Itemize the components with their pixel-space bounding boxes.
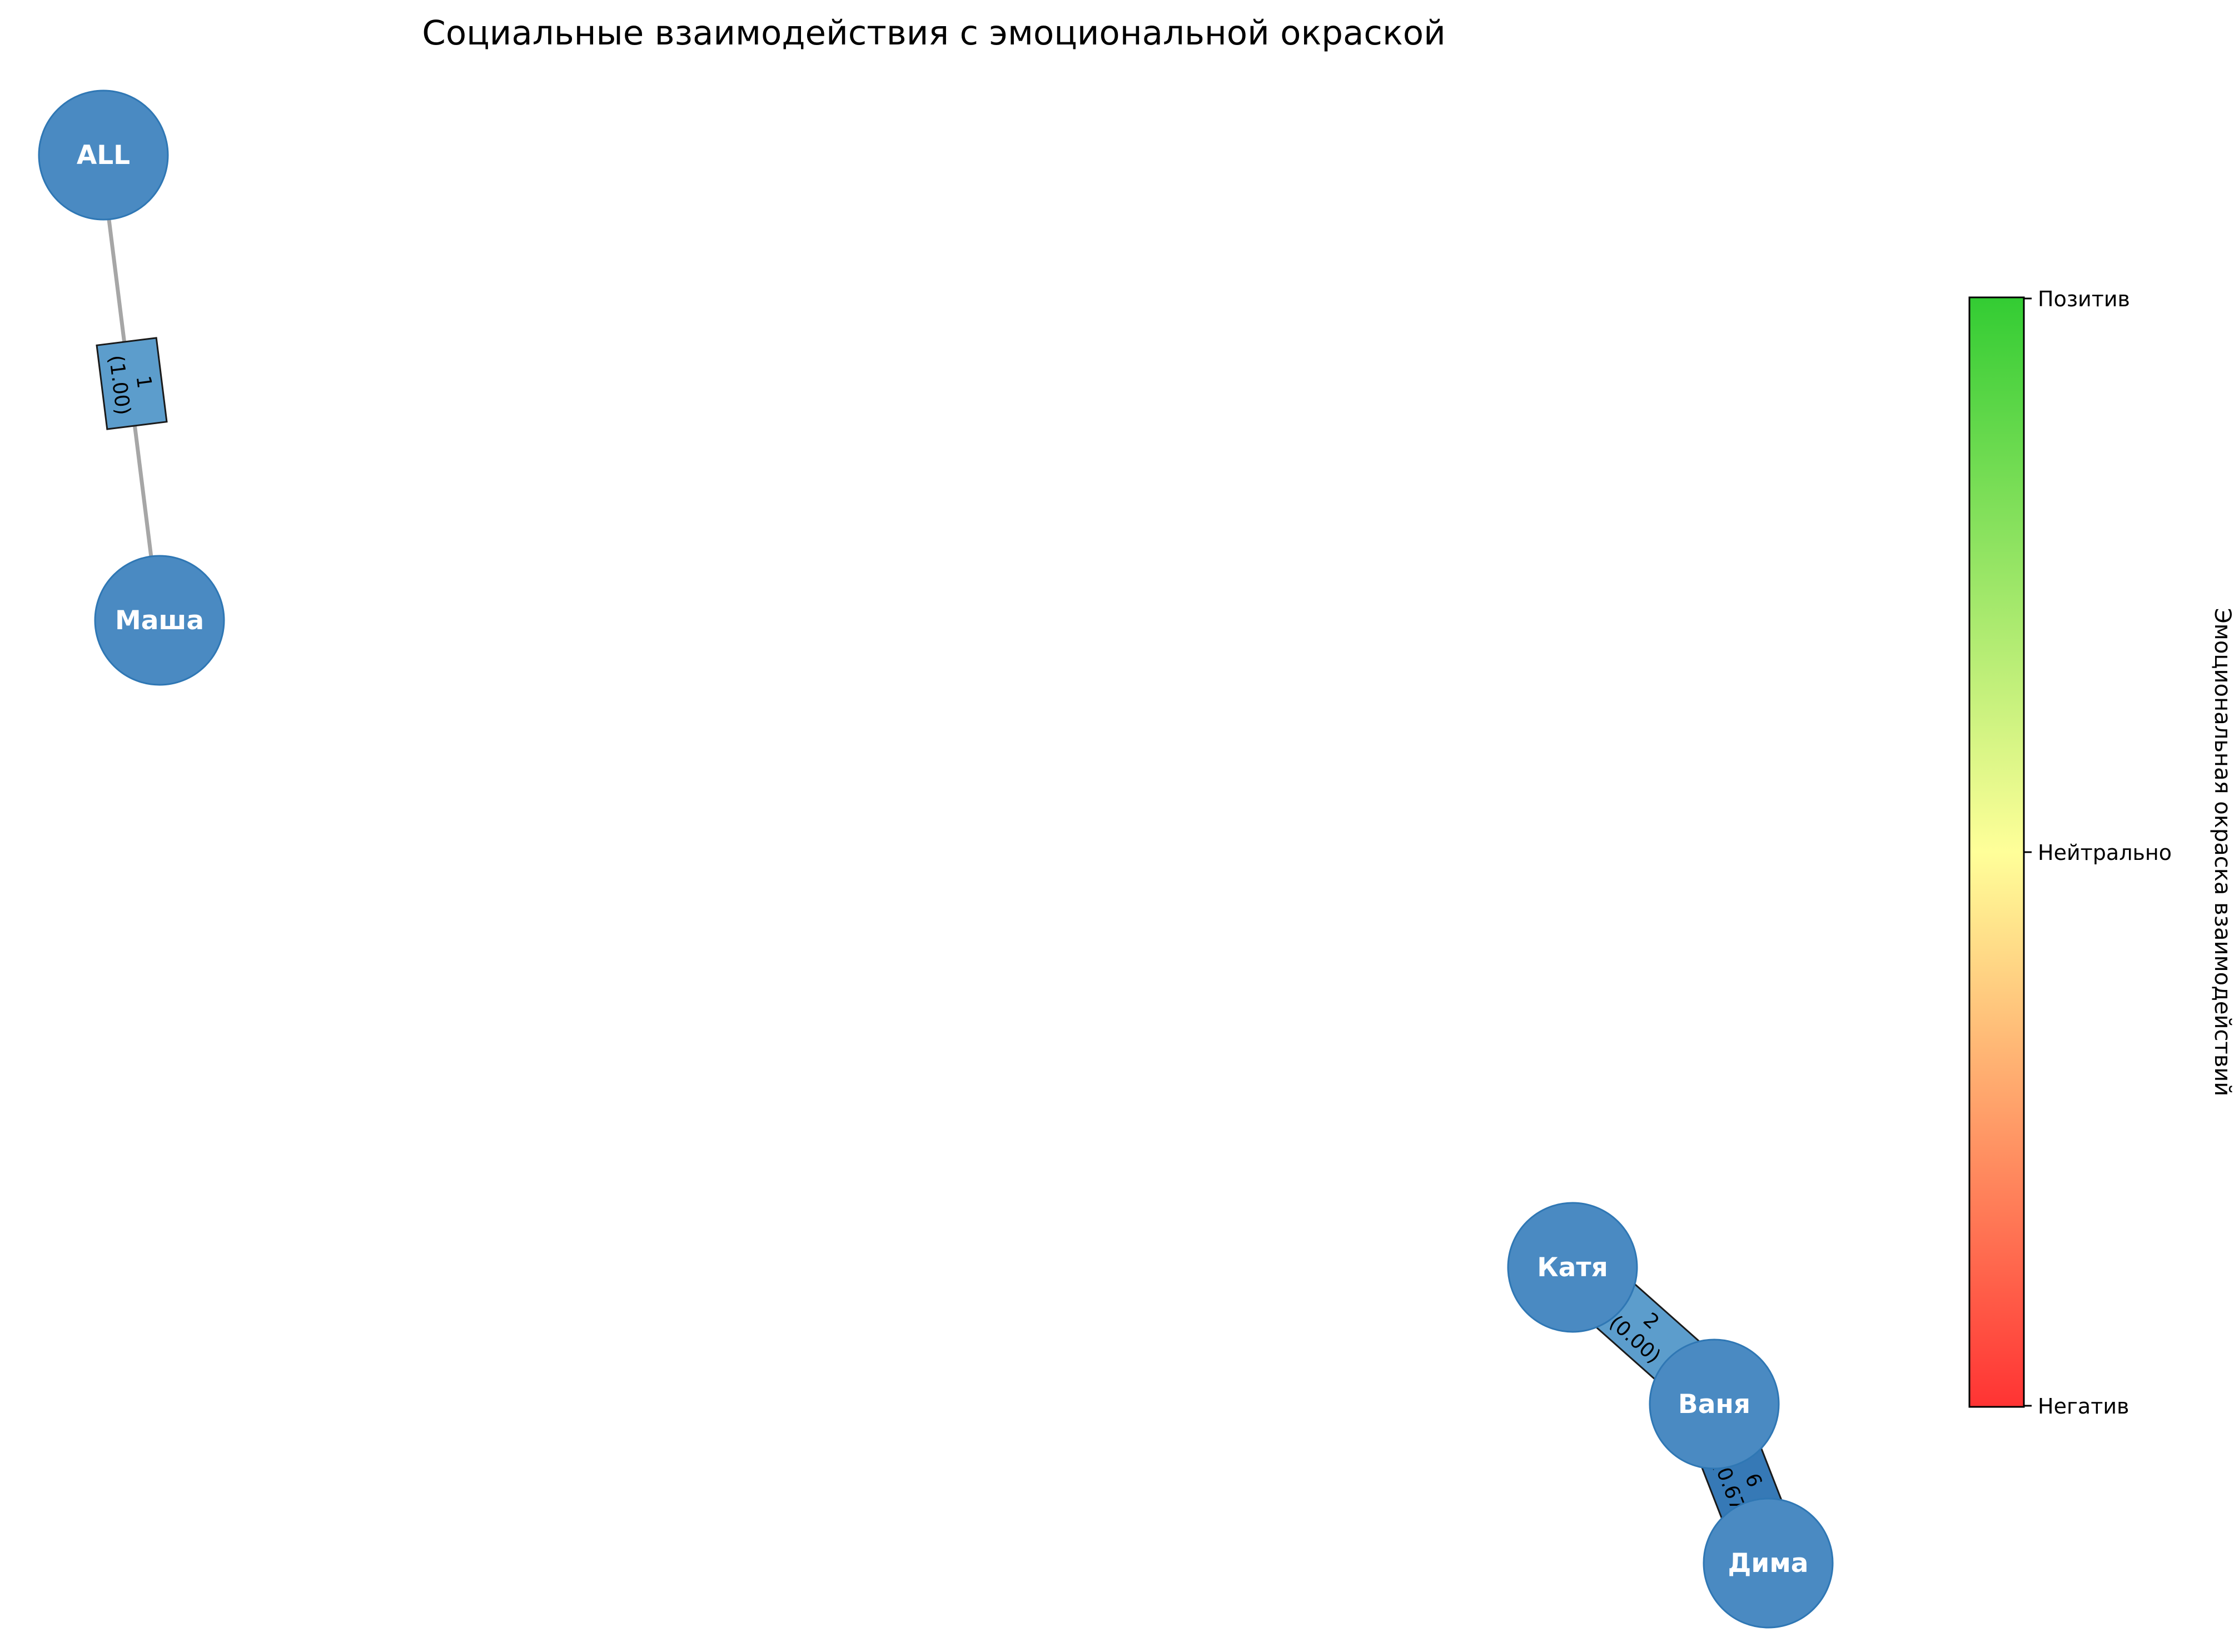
colorbar-gradient (1968, 296, 2025, 1408)
node-label: Дима (1728, 1548, 1809, 1579)
node-label: Ваня (1678, 1389, 1750, 1420)
node-vanya: Ваня (1649, 1338, 1780, 1470)
edge-masha-all: 1 (1.00) (94, 172, 168, 602)
edge-label-count: 1 (132, 374, 156, 390)
node-katya: Катя (1507, 1202, 1638, 1333)
colorbar-tick-positive: Позитив (2038, 287, 2130, 311)
node-dima: Дима (1703, 1497, 1834, 1629)
node-label: Маша (115, 605, 204, 636)
colorbar-tick-negative: Негатив (2038, 1394, 2129, 1419)
colorbar: Позитив Нейтрально Негатив Эмоциональная… (1968, 287, 2235, 1419)
node-label: ALL (77, 140, 130, 171)
colorbar-title: Эмоциональная окраска взаимодействий (2210, 608, 2235, 1097)
node-all: ALL (38, 89, 169, 221)
node-masha: Маша (94, 555, 225, 686)
node-label: Катя (1537, 1252, 1608, 1283)
colorbar-tick-neutral: Нейтрально (2038, 840, 2172, 865)
chart-title: Социальные взаимодействия с эмоционально… (422, 13, 1446, 53)
